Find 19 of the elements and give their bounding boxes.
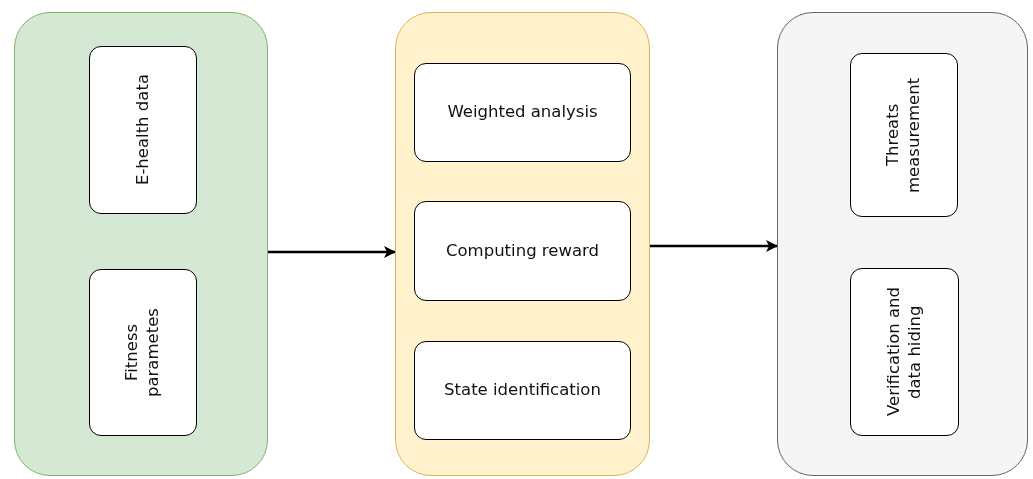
process-box [89,46,197,214]
box-label: Fitness parametes [122,307,163,399]
box-label: Weighted analysis [447,102,598,123]
process-box [850,53,958,217]
arrow [268,246,396,258]
process-box [89,269,197,436]
group-panel [14,12,268,476]
process-box [414,341,631,440]
process-box [850,268,959,436]
arrow [650,240,778,252]
box-label: Verification and data hiding [883,286,925,419]
box-label: State identification [444,380,601,401]
group-panel [777,12,1028,476]
process-box [414,63,631,162]
process-box [414,201,631,301]
box-label: Threats measurement [883,76,924,195]
box-label: E-health data [132,74,153,186]
group-panel [395,12,650,476]
box-label: Computing reward [446,240,599,262]
